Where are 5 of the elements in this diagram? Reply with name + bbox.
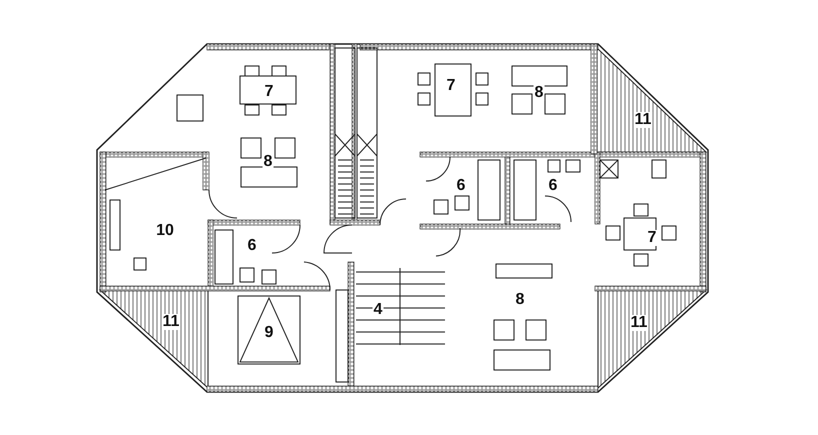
room-number: 11 — [630, 315, 648, 331]
room-number: 11 — [634, 112, 652, 128]
room-number: 11 — [162, 314, 180, 330]
room-number: 7 — [646, 230, 658, 246]
room-number: 8 — [262, 154, 274, 170]
